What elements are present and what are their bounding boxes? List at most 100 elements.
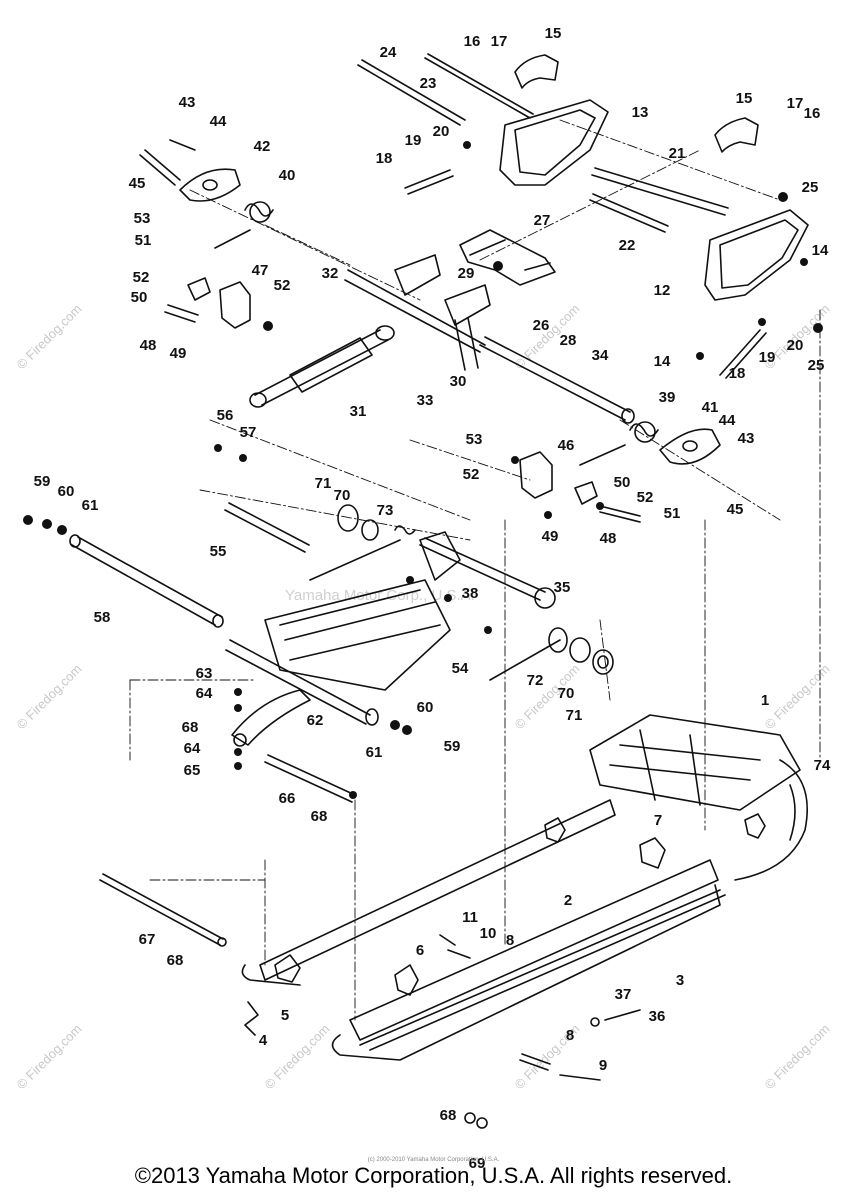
callout-36: 36: [649, 1008, 666, 1025]
crossbar-30: [344, 269, 486, 353]
callout-48: 48: [600, 530, 617, 547]
callout-17: 17: [787, 95, 804, 112]
callout-18: 18: [729, 365, 746, 382]
skid-frame-1: [589, 714, 801, 811]
watermark-firedog: © Firedog.com: [262, 1021, 333, 1092]
watermark-firedog: © Firedog.com: [14, 661, 85, 732]
callout-57: 57: [240, 424, 257, 441]
callout-2: 2: [564, 892, 572, 909]
callout-59: 59: [444, 738, 461, 755]
callout-9: 9: [599, 1057, 607, 1074]
callout-68: 68: [182, 719, 199, 736]
callout-6: 6: [416, 942, 424, 959]
callout-72: 72: [527, 672, 544, 689]
callout-70: 70: [558, 685, 575, 702]
callout-25: 25: [802, 179, 819, 196]
callout-17: 17: [491, 33, 508, 50]
callout-68: 68: [311, 808, 328, 825]
callout-50: 50: [131, 289, 148, 306]
rod-24: [357, 59, 466, 126]
callout-67: 67: [139, 931, 156, 948]
callout-26: 26: [533, 317, 550, 334]
callout-42: 42: [254, 138, 271, 155]
callout-22: 22: [619, 237, 636, 254]
watermark-firedog: © Firedog.com: [762, 661, 833, 732]
callout-14: 14: [654, 353, 671, 370]
callout-46: 46: [558, 437, 575, 454]
callout-53: 53: [466, 431, 483, 448]
callout-19: 19: [759, 349, 776, 366]
callout-70: 70: [334, 487, 351, 504]
callout-52: 52: [463, 466, 480, 483]
callout-7: 7: [654, 812, 662, 829]
callout-16: 16: [804, 105, 821, 122]
callout-55: 55: [210, 543, 227, 560]
bracket-47: [219, 281, 251, 329]
callout-28: 28: [560, 332, 577, 349]
bracket-42: [179, 168, 241, 202]
callout-64: 64: [196, 685, 213, 702]
callout-14: 14: [812, 242, 829, 259]
bracket-41: [659, 428, 721, 465]
watermark-firedog: © Firedog.com: [14, 301, 85, 372]
callout-71: 71: [315, 475, 332, 492]
callout-50: 50: [614, 474, 631, 491]
callout-65: 65: [184, 762, 201, 779]
tiny-notice: (c) 2000-2010 Yamaha Motor Corporation, …: [367, 1157, 500, 1163]
wheel-71-lower: [592, 649, 614, 675]
rod-23: [424, 53, 534, 119]
shaft-55: [224, 502, 310, 553]
callout-10: 10: [480, 925, 497, 942]
callout-27: 27: [534, 212, 551, 229]
callout-54: 54: [452, 660, 469, 677]
callout-56: 56: [217, 407, 234, 424]
callout-29: 29: [458, 265, 475, 282]
callout-1: 1: [761, 692, 769, 709]
bumper-6: [394, 964, 419, 996]
callout-69: 69: [469, 1155, 486, 1172]
bracket-46: [519, 451, 553, 499]
callout-43: 43: [179, 94, 196, 111]
callout-52: 52: [637, 489, 654, 506]
watermark-firedog: © Firedog.com: [762, 1021, 833, 1092]
callout-16: 16: [464, 33, 481, 50]
callout-63: 63: [196, 665, 213, 682]
callout-48: 48: [140, 337, 157, 354]
arm-27: [459, 229, 556, 286]
callout-13: 13: [632, 104, 649, 121]
handle-15-left: [514, 54, 559, 89]
slide-rail-2: [259, 799, 616, 981]
callout-43: 43: [738, 430, 755, 447]
callout-19: 19: [405, 132, 422, 149]
callout-21: 21: [669, 145, 686, 162]
callout-53: 53: [134, 210, 151, 227]
copyright-notice: ©2013 Yamaha Motor Corporation, U.S.A. A…: [134, 1163, 733, 1188]
callout-4: 4: [259, 1032, 268, 1049]
callout-32: 32: [322, 265, 339, 282]
watermark-yamaha: Yamaha Motor Corp., U.S.A.: [285, 587, 475, 604]
callout-12: 12: [654, 282, 671, 299]
callout-35: 35: [554, 579, 571, 596]
shock-31: [254, 329, 389, 406]
callout-60: 60: [58, 483, 75, 500]
callout-8: 8: [566, 1027, 574, 1044]
callout-11: 11: [462, 909, 478, 926]
frame-54: [264, 579, 451, 691]
callout-73: 73: [377, 502, 394, 519]
callout-30: 30: [450, 373, 467, 390]
callout-15: 15: [545, 25, 562, 42]
callout-49: 49: [542, 528, 559, 545]
callout-74: 74: [814, 757, 831, 774]
callout-15: 15: [736, 90, 753, 107]
callout-18: 18: [376, 150, 393, 167]
pin-66: [264, 754, 356, 803]
callout-44: 44: [210, 113, 227, 130]
callout-45: 45: [727, 501, 744, 518]
callout-60: 60: [417, 699, 434, 716]
callout-40: 40: [279, 167, 296, 184]
callout-5: 5: [281, 1007, 289, 1024]
callout-47: 47: [252, 262, 269, 279]
callout-68: 68: [440, 1107, 457, 1124]
handle-15-right: [714, 117, 759, 153]
